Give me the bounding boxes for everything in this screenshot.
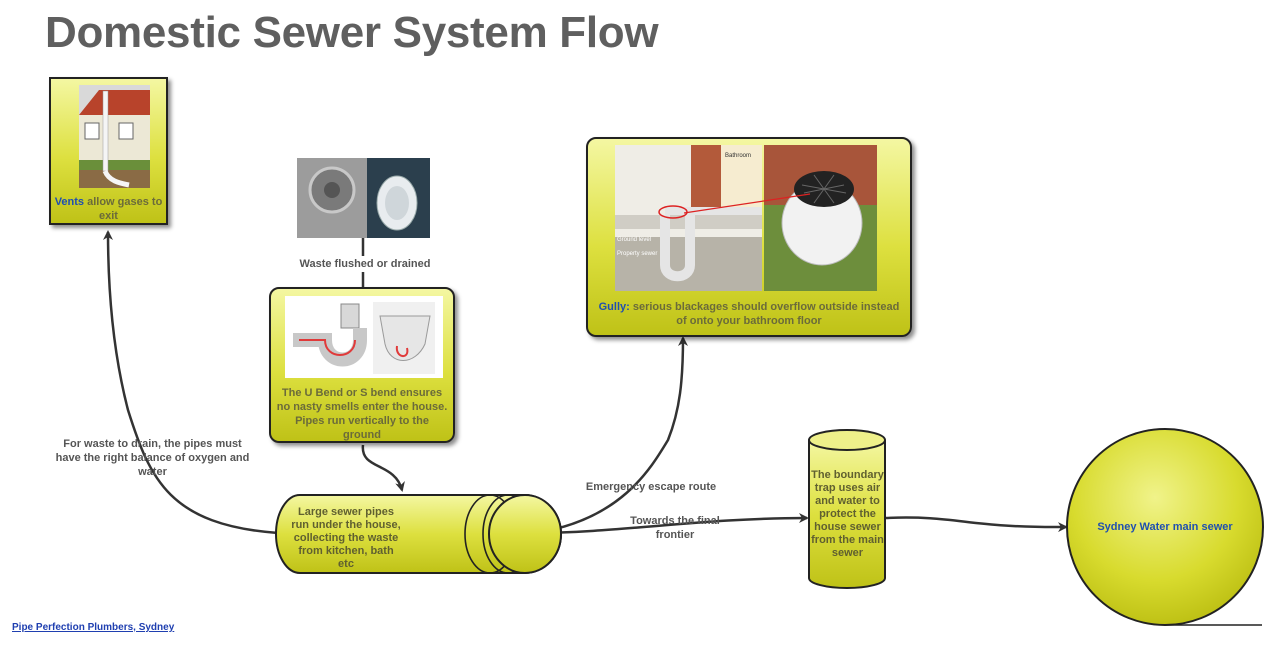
ubend-caption: The U Bend or S bend ensures no nasty sm…: [276, 387, 448, 441]
gully-pipe-icon: Bathroom Ground level Property sewer: [615, 145, 762, 291]
boundary-trap-shape: [808, 429, 886, 589]
vents-caption: Vents allow gases to exit: [53, 195, 164, 223]
ubend-to-pipe-arrow: [361, 444, 405, 492]
gully-sewer-label: Property sewer: [617, 251, 657, 257]
u-bend-icon: [293, 302, 435, 374]
vents-panel: Vents allow gases to exit: [49, 77, 168, 225]
main-sewer-text: Sydney Water main sewer: [1097, 521, 1233, 533]
gully-text: serious blackages should overflow outsid…: [629, 301, 900, 327]
footer-link[interactable]: Pipe Perfection Plumbers, Sydney: [12, 622, 175, 633]
sink-toilet-icon: [297, 158, 430, 238]
gully-ground-label: Ground level: [617, 237, 651, 243]
gully-highlight: Gully:: [598, 301, 630, 313]
gully-bathroom-label: Bathroom: [725, 153, 751, 159]
pipe-to-trap-arrow: [529, 513, 809, 535]
ubend-illustration: [285, 296, 443, 378]
ubend-panel: The U Bend or S bend ensures no nasty sm…: [269, 287, 455, 443]
sewer-pipe-shape: [275, 494, 562, 574]
emergency-label: Emergency escape route: [585, 481, 717, 493]
boundary-trap-text: The boundary trap uses air and water to …: [811, 469, 884, 559]
sink-toilet-photo: [297, 158, 430, 238]
waste-label: Waste flushed or drained: [299, 258, 431, 270]
pipe-to-gully-arrow: [534, 336, 688, 535]
gully-diagram: Bathroom Ground level Property sewer: [615, 145, 762, 291]
frontier-label: Towards the final frontier: [630, 515, 720, 541]
house-vent-illustration: [79, 85, 150, 188]
vents-highlight: Vents: [54, 196, 85, 208]
house-icon: [79, 85, 150, 188]
sewer-pipe-text: Large sewer pipes run under the house, c…: [291, 506, 401, 570]
vents-text: allow gases to exit: [84, 196, 163, 222]
balance-label: For waste to drain, the pipes must have …: [55, 438, 250, 478]
trap-to-main-arrow: [884, 516, 1068, 533]
gully-photo: [764, 145, 877, 291]
pipe-to-vents-arrow: [103, 230, 279, 535]
gully-grate-icon: [764, 145, 877, 291]
gully-panel: Bathroom Ground level Property sewer Gul…: [586, 137, 912, 337]
gully-caption: Gully: serious blackages should overflow…: [598, 300, 900, 328]
page-title: Domestic Sewer System Flow: [45, 8, 659, 57]
gully-pointer-line: [683, 193, 811, 214]
